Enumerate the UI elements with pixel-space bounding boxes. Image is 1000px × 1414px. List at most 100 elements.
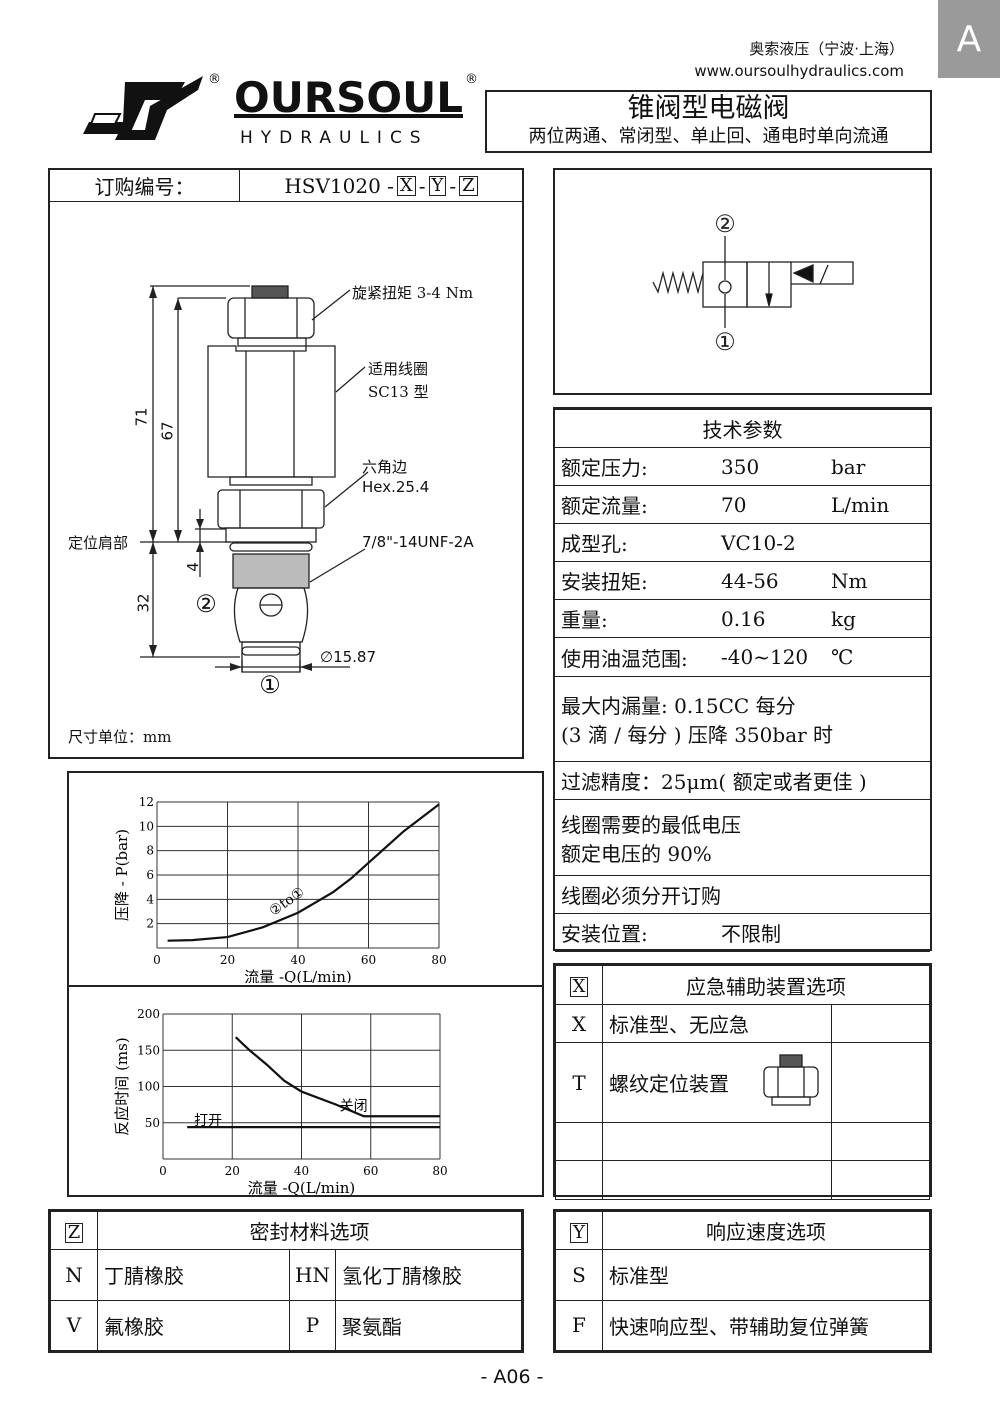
x-axis-label: 流量 -Q(L/min) bbox=[248, 1179, 356, 1195]
manual-override-icon bbox=[763, 1054, 819, 1106]
tech-unit: L/min bbox=[825, 485, 930, 524]
registered-mark: ® bbox=[208, 72, 221, 87]
page-number: - A06 - bbox=[480, 1366, 544, 1388]
option-code: HN bbox=[289, 1249, 336, 1301]
leakage-line-1: 最大内漏量: 0.15CC 每分 bbox=[561, 694, 796, 718]
series-label-open: 打开 bbox=[194, 1112, 222, 1129]
mount-value: 不限制 bbox=[715, 913, 930, 952]
x-tick-label: 0 bbox=[153, 953, 161, 967]
option-code: S bbox=[555, 1249, 603, 1301]
tech-value: -40~120 bbox=[715, 637, 825, 677]
tech-label: 额定流量: bbox=[555, 485, 715, 524]
x-tick-label: 20 bbox=[225, 1164, 240, 1178]
brand-wordmark: OURSOUL ® bbox=[234, 72, 478, 122]
hex-label: 六角边 bbox=[362, 458, 408, 476]
tech-row: 成型孔:VC10-2 bbox=[555, 523, 930, 562]
tech-unit: kg bbox=[825, 599, 930, 638]
tech-label: 成型孔: bbox=[555, 523, 715, 562]
y-tick-label: 100 bbox=[137, 1080, 160, 1094]
option-z-code: Z bbox=[64, 1222, 84, 1243]
chart-divider bbox=[69, 985, 542, 987]
hydraulic-symbol-box: ② ① bbox=[553, 168, 932, 395]
unit-label: 尺寸单位：mm bbox=[68, 728, 172, 746]
y-axis-label: 反应时间 (ms) bbox=[113, 1037, 131, 1135]
coil-voltage-note: 线圈需要的最低电压额定电压的 90% bbox=[555, 799, 930, 876]
shoulder-label: 定位肩部 bbox=[68, 534, 129, 552]
x-tick-label: 20 bbox=[220, 953, 235, 967]
option-z-header: 密封材料选项 bbox=[97, 1211, 522, 1250]
coil-label: 适用线圈 bbox=[368, 360, 429, 378]
option-desc: 标准型、无应急 bbox=[602, 1004, 832, 1043]
option-x-header: 应急辅助装置选项 bbox=[602, 965, 930, 1005]
coil-order-note: 线圈必须分开订购 bbox=[555, 875, 930, 914]
tech-value: 70 bbox=[715, 485, 825, 524]
torque-label: 旋紧扭矩 3-4 Nm bbox=[352, 284, 474, 302]
registered-mark: ® bbox=[464, 72, 478, 87]
y-tick-label: 2 bbox=[146, 917, 154, 931]
series-line-1 bbox=[167, 803, 440, 942]
leakage-note: 最大内漏量: 0.15CC 每分(3 滴 / 每分 ) 压降 350bar 时 bbox=[555, 676, 930, 762]
product-title: 锥阀型电磁阀 bbox=[627, 93, 790, 124]
dim-32: 32 bbox=[134, 593, 153, 613]
x-tick-label: 80 bbox=[431, 953, 446, 967]
tech-unit: ℃ bbox=[825, 637, 930, 677]
series-label-close: 关闭 bbox=[340, 1098, 368, 1114]
x-tick-label: 60 bbox=[363, 1164, 378, 1178]
logo-mark bbox=[83, 76, 203, 140]
x-tick-label: 40 bbox=[290, 953, 305, 967]
mount-label: 安装位置: bbox=[555, 913, 715, 952]
series-line-1 bbox=[234, 1036, 440, 1118]
option-desc: 快速响应型、带辅助复位弹簧 bbox=[602, 1299, 930, 1351]
order-code: HSV1020 - X - Y - Z bbox=[240, 170, 522, 202]
title-box: 锥阀型电磁阀 两位两通、常闭型、单止回、通电时单向流通 bbox=[485, 90, 932, 153]
curve-annotation: ②to① bbox=[266, 884, 307, 920]
coil-voltage-line-2: 额定电压的 90% bbox=[561, 841, 712, 866]
tech-value: 0.16 bbox=[715, 599, 825, 638]
company-name: 奥索液压（宁波·上海） bbox=[749, 40, 904, 58]
y-tick-label: 12 bbox=[139, 795, 154, 809]
x-tick-label: 0 bbox=[159, 1164, 167, 1178]
y-tick-label: 10 bbox=[139, 819, 154, 833]
y-tick-label: 150 bbox=[137, 1043, 160, 1057]
filter-note: 过滤精度：25μm( 额定或者更佳 ) bbox=[555, 761, 930, 800]
option-code: X bbox=[555, 1004, 603, 1043]
tech-label: 额定压力: bbox=[555, 447, 715, 486]
brand-name: OURSOUL bbox=[234, 73, 463, 122]
y-axis-label: 压降 - P(bar) bbox=[113, 829, 131, 921]
order-code-z: Z bbox=[459, 175, 478, 196]
brand-sub: HYDRAULICS bbox=[240, 128, 429, 148]
option-y-code: Y bbox=[570, 1222, 588, 1243]
tech-label: 安装扭矩: bbox=[555, 561, 715, 600]
dash: - bbox=[418, 173, 426, 198]
tech-unit: bar bbox=[825, 447, 930, 486]
company-website[interactable]: www.oursoulhydraulics.com bbox=[694, 62, 904, 80]
x-tick-label: 80 bbox=[432, 1164, 447, 1178]
option-code: V bbox=[50, 1299, 98, 1351]
option-desc: 氢化丁腈橡胶 bbox=[335, 1249, 522, 1301]
order-label: 订购编号： bbox=[50, 170, 240, 202]
tech-value: VC10-2 bbox=[715, 523, 825, 562]
y-tick-label: 4 bbox=[146, 892, 154, 906]
tech-value: 44-56 bbox=[715, 561, 825, 600]
y-tick-label: 50 bbox=[145, 1116, 160, 1130]
symbol-port-1: ① bbox=[714, 328, 736, 356]
hydraulic-symbol: ② ① bbox=[652, 210, 854, 356]
thread-label: 7/8"-14UNF-2A bbox=[362, 533, 474, 551]
tech-unit: Nm bbox=[825, 561, 930, 600]
hex-size-label: Hex.25.4 bbox=[362, 478, 430, 496]
option-desc: 标准型 bbox=[602, 1249, 930, 1301]
dash: - bbox=[449, 173, 457, 198]
option-code: N bbox=[50, 1249, 98, 1301]
